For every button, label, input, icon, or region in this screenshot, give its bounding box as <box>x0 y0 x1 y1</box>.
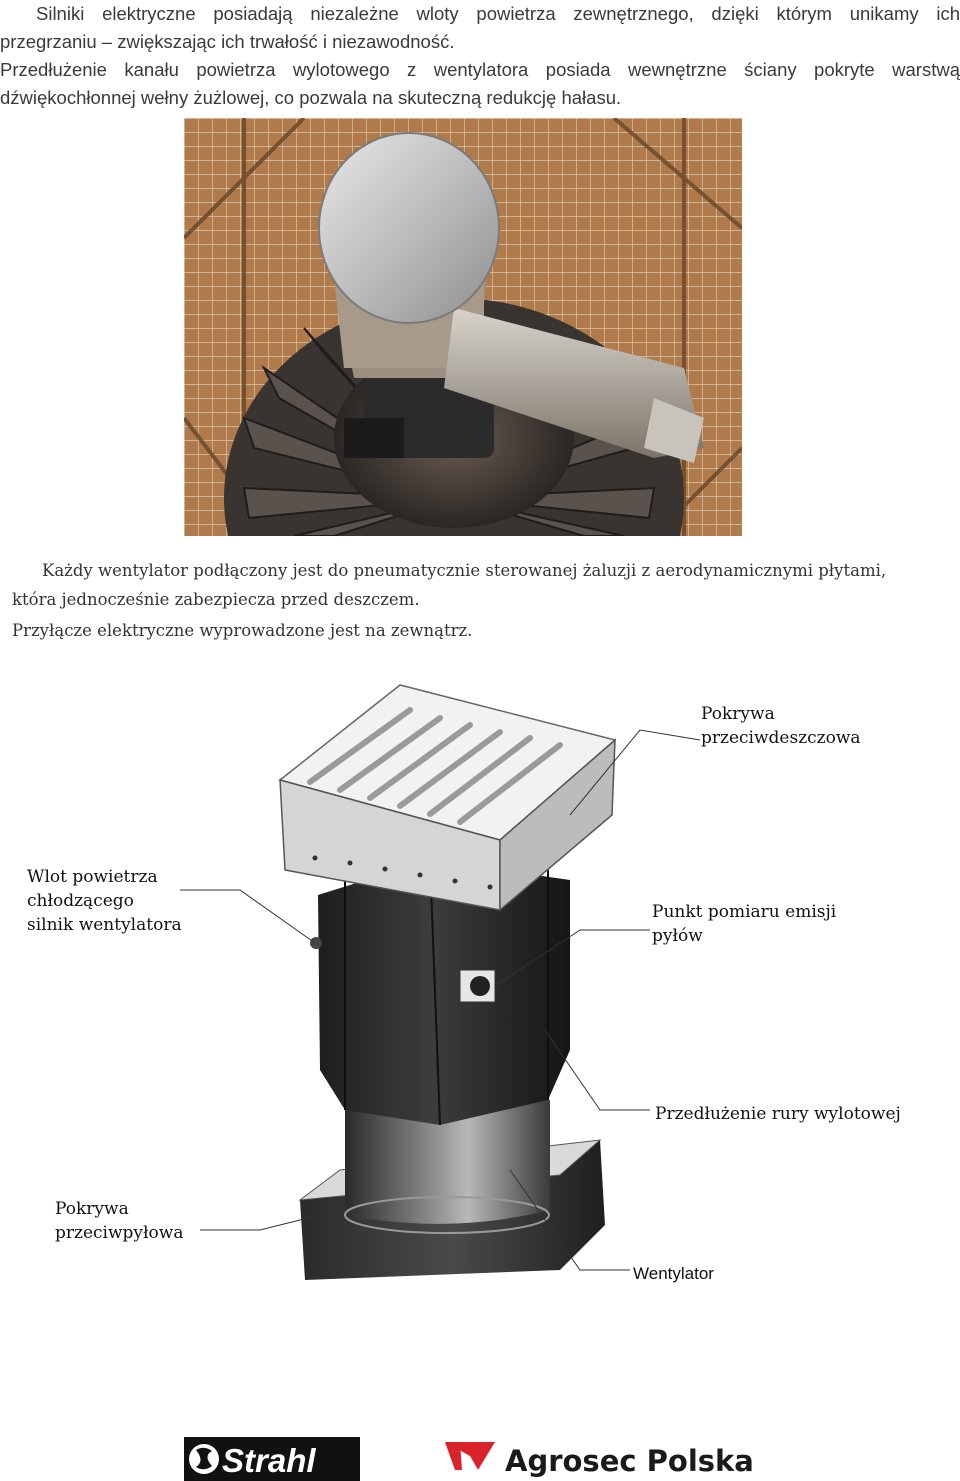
intro-line-3: Przedłużenie kanału powietrza wylotowego… <box>0 59 960 80</box>
callout-air-inlet-line-2: chłodzącego <box>27 891 134 911</box>
description-line-3: Przyłącze elektryczne wyprowadzone jest … <box>12 621 473 640</box>
agrosec-logo: Agrosec Polska <box>445 1442 754 1478</box>
description-line-2: która jednocześnie zabezpiecza przed des… <box>12 590 420 609</box>
fan-interior-photo <box>184 118 742 536</box>
footer-logos: Strahl Agrosec Polska <box>184 1437 754 1481</box>
callout-dust-cover-line-1: Pokrywa <box>55 1199 129 1219</box>
callout-air-inlet: Wlot powietrza chłodzącego silnik wentyl… <box>27 865 182 937</box>
callout-dust-cover: Pokrywa przeciwpyłowa <box>55 1197 183 1245</box>
intro-line-2: przegrzaniu – zwiększając ich trwałość i… <box>0 31 455 52</box>
callout-air-inlet-line-1: Wlot powietrza <box>27 867 158 887</box>
callout-pipe-extension: Przedłużenie rury wylotowej <box>655 1102 901 1126</box>
callout-pipe-extension-line-1: Przedłużenie rury wylotowej <box>655 1104 901 1124</box>
strahl-logo-text: Strahl <box>222 1442 316 1479</box>
callout-rain-cover-line-1: Pokrywa <box>701 704 775 724</box>
fan-unit-diagram <box>180 684 701 1280</box>
callout-fan: Wentylator <box>633 1262 714 1286</box>
intro-line-4: dźwiękochłonnej wełny żużlowej, co pozwa… <box>0 87 622 108</box>
callout-emission-point: Punkt pomiaru emisji pyłów <box>652 900 836 948</box>
callout-dust-cover-line-2: przeciwpyłowa <box>55 1223 184 1243</box>
callout-emission-point-line-1: Punkt pomiaru emisji <box>652 902 837 922</box>
callout-fan-line-1: Wentylator <box>633 1264 714 1283</box>
description-line-1: Każdy wentylator podłączony jest do pneu… <box>42 561 887 580</box>
intro-paragraph: Silniki elektryczne posiadają niezależne… <box>0 0 960 112</box>
callout-air-inlet-line-3: silnik wentylatora <box>27 915 182 935</box>
agrosec-logo-text: Agrosec Polska <box>505 1444 754 1478</box>
intro-line-1: Silniki elektryczne posiadają niezależne… <box>36 3 960 24</box>
callout-rain-cover: Pokrywa przeciwdeszczowa <box>701 702 861 750</box>
callout-emission-point-line-2: pyłów <box>652 926 703 946</box>
callout-rain-cover-line-2: przeciwdeszczowa <box>701 728 861 748</box>
strahl-logo: Strahl <box>184 1437 360 1481</box>
description-paragraph: Każdy wentylator podłączony jest do pneu… <box>12 556 960 645</box>
